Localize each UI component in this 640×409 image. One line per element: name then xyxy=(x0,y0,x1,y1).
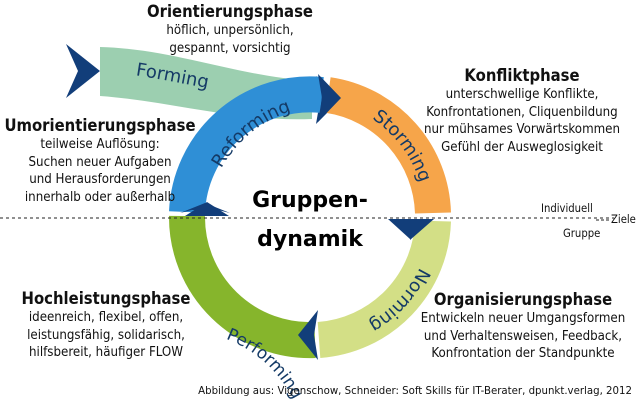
reorientation-title: Umorientierungsphase xyxy=(4,116,196,135)
conflict-phase: Konfliktphase unterschwellige Konflikte,… xyxy=(412,66,632,156)
organizing-phase: Organisierungsphase Entwickeln neuer Umg… xyxy=(410,290,636,363)
performing-segment xyxy=(168,215,316,359)
organizing-line: und Verhaltensweisen, Feedback, xyxy=(423,328,623,344)
storming-segment xyxy=(324,77,451,215)
axis-label-goals: Ziele xyxy=(611,213,636,226)
organizing-line: Konfrontation der Standpunkte xyxy=(431,346,615,361)
organizing-line: Entwickeln neuer Umgangsformen xyxy=(420,311,626,326)
norming-arrowhead xyxy=(298,310,318,360)
orientation-line: gespannt, vorsichtig xyxy=(169,40,291,56)
figure-caption: Abbildung aus: Vigenschow, Schneider: So… xyxy=(198,386,632,397)
orientation-phase: Orientierungsphase höflich, unpersönlich… xyxy=(145,2,315,57)
goal-axis-tick xyxy=(596,219,610,221)
axis-arrowhead-left xyxy=(185,202,229,216)
reforming-segment xyxy=(169,76,324,214)
performance-line: hilfsbereit, häufiger FLOW xyxy=(29,345,183,360)
conflict-line: Konfrontationen, Cliquenbildung xyxy=(426,104,618,120)
performance-title: Hochleistungsphase xyxy=(21,289,191,308)
center-title-line1: Gruppen- xyxy=(252,188,368,213)
conflict-line: nur mühsames Vorwärtskommen xyxy=(423,122,621,137)
reorientation-line: Suchen neuer Aufgaben xyxy=(28,154,172,170)
reforming-arrowhead xyxy=(318,74,341,122)
reorientation-line: teilweise Auflösung: xyxy=(40,137,160,152)
orientation-title: Orientierungsphase xyxy=(147,2,313,21)
performance-phase: Hochleistungsphase ideenreich, flexibel,… xyxy=(6,289,206,362)
performance-line: leistungsfähig, solidarisch, xyxy=(27,327,185,343)
reorientation-phase: Umorientierungsphase teilweise Auflösung… xyxy=(2,116,198,206)
cycle-ring xyxy=(168,76,451,359)
reorientation-line: innerhalb oder außerhalb xyxy=(24,189,176,205)
axis-arrowhead-right xyxy=(388,219,433,239)
performance-line: ideenreich, flexibel, offen, xyxy=(28,310,184,325)
norming-segment xyxy=(317,219,451,358)
conflict-line: unterschwellige Konflikte, xyxy=(445,87,599,102)
center-title-line2: dynamik xyxy=(257,227,364,252)
organizing-title: Organisierungsphase xyxy=(433,290,613,309)
conflict-line: Gefühl der Ausweglosigkeit xyxy=(441,139,603,155)
reorientation-line: und Herausforderungen xyxy=(29,172,171,187)
forming-arrowhead xyxy=(66,44,100,98)
axis-label-individual: Individuell xyxy=(541,202,593,215)
axis-label-group: Gruppe xyxy=(563,227,601,240)
orientation-line: höflich, unpersönlich, xyxy=(166,23,294,38)
conflict-title: Konfliktphase xyxy=(464,66,580,85)
